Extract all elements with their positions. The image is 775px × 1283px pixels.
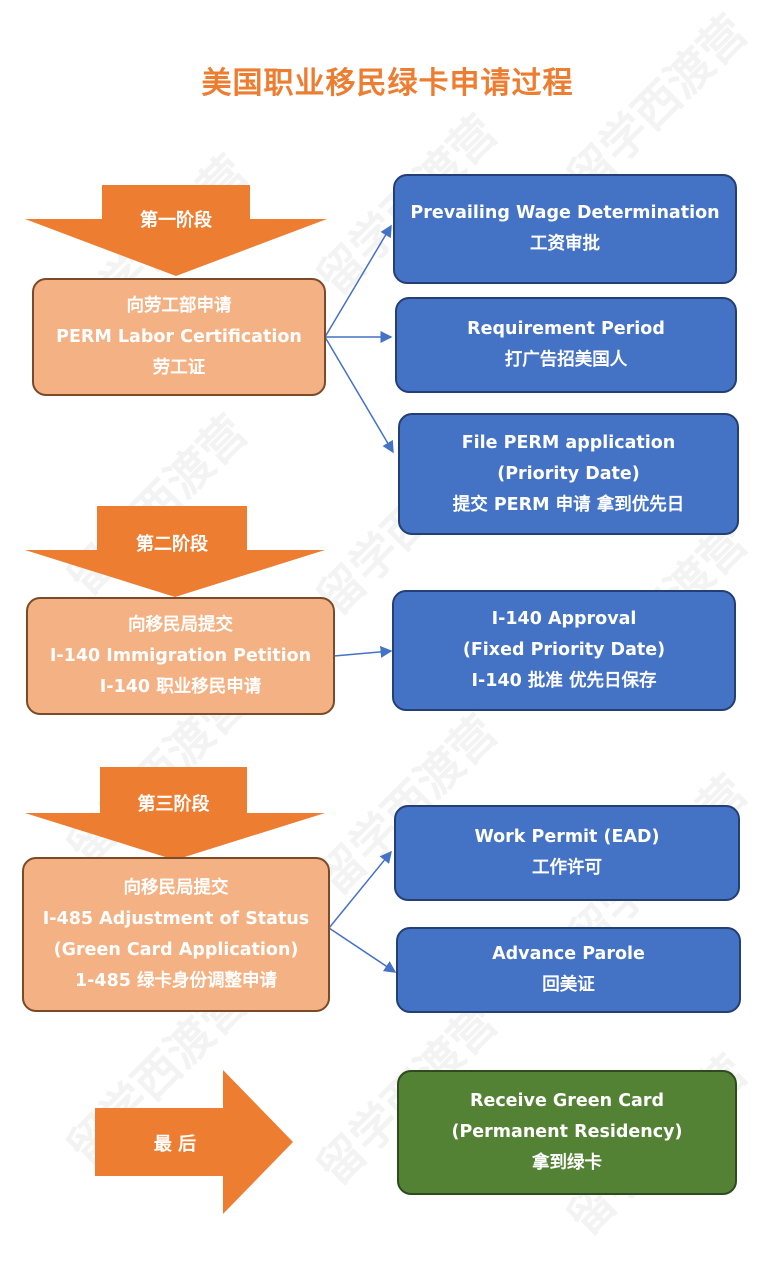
stage-2-line-3: I-140 职业移民申请 xyxy=(99,676,262,697)
step-line: 回美证 xyxy=(542,975,595,995)
stage-3-box: 向移民局提交 I-485 Adjustment of Status (Green… xyxy=(22,857,330,1012)
stage-1-arrow xyxy=(25,185,327,276)
stage-3-line-1: 向移民局提交 xyxy=(123,877,229,898)
step-advance-parole: Advance Parole 回美证 xyxy=(396,927,741,1013)
stage-2-line-1: 向移民局提交 xyxy=(128,614,233,635)
stage-3-label: 第三阶段 xyxy=(137,794,210,815)
stage-1-label: 第一阶段 xyxy=(140,210,212,231)
final-line-2: (Permanent Residency) xyxy=(451,1122,683,1142)
connector-stage3-step1 xyxy=(328,850,392,929)
step-i140-approval: I-140 Approval (Fixed Priority Date) I-1… xyxy=(392,590,736,711)
step-requirement-period: Requirement Period 打广告招美国人 xyxy=(395,297,737,393)
step-work-permit: Work Permit (EAD) 工作许可 xyxy=(394,805,740,901)
step-line: 工资审批 xyxy=(530,234,600,254)
stage-1-line-2: PERM Labor Certification xyxy=(56,326,302,347)
stage-2-box: 向移民局提交 I-140 Immigration Petition I-140 … xyxy=(26,597,335,715)
connector-stage2-step1 xyxy=(333,645,393,658)
stage-3-line-2: I-485 Adjustment of Status xyxy=(42,908,310,929)
step-line: (Fixed Priority Date) xyxy=(462,640,666,660)
step-file-perm: File PERM application (Priority Date) 提交… xyxy=(398,413,739,535)
stage-1-line-3: 劳工证 xyxy=(152,357,206,378)
step-line: 工作许可 xyxy=(532,858,602,878)
page-title: 美国职业移民绿卡申请过程 xyxy=(201,66,574,101)
stage-3-line-4: 1-485 绿卡身份调整申请 xyxy=(74,970,278,991)
connector-stage1-step3 xyxy=(324,336,394,454)
step-line: Requirement Period xyxy=(467,319,665,339)
stage-3-arrow xyxy=(25,767,325,860)
step-line: Prevailing Wage Determination xyxy=(410,203,720,223)
stage-2-label: 第二阶段 xyxy=(136,534,208,555)
final-line-1: Receive Green Card xyxy=(469,1091,665,1111)
step-line: File PERM application xyxy=(461,432,676,453)
step-line: I-140 Approval xyxy=(491,609,637,629)
stage-2-line-2: I-140 Immigration Petition xyxy=(49,645,312,666)
step-line: 提交 PERM 申请 拿到优先日 xyxy=(452,494,685,515)
connector-stage3-step2 xyxy=(328,927,397,973)
final-green-card-box: Receive Green Card (Permanent Residency)… xyxy=(397,1070,737,1195)
final-arrow xyxy=(95,1070,293,1214)
step-prevailing-wage: Prevailing Wage Determination 工资审批 xyxy=(393,174,737,284)
step-line: 打广告招美国人 xyxy=(504,350,628,370)
final-line-3: 拿到绿卡 xyxy=(532,1153,602,1173)
step-line: I-140 批准 优先日保存 xyxy=(471,671,657,691)
stage-3-line-3: (Green Card Application) xyxy=(53,939,299,960)
final-label: 最 后 xyxy=(153,1134,197,1155)
step-line: (Priority Date) xyxy=(497,463,640,484)
connector-stage1-step1 xyxy=(324,224,392,338)
step-line: Work Permit (EAD) xyxy=(474,827,660,847)
stage-1-line-1: 向劳工部申请 xyxy=(126,295,232,316)
step-line: Advance Parole xyxy=(492,944,645,964)
stage-1-box: 向劳工部申请 PERM Labor Certification 劳工证 xyxy=(32,278,326,396)
stage-2-arrow xyxy=(25,506,325,597)
